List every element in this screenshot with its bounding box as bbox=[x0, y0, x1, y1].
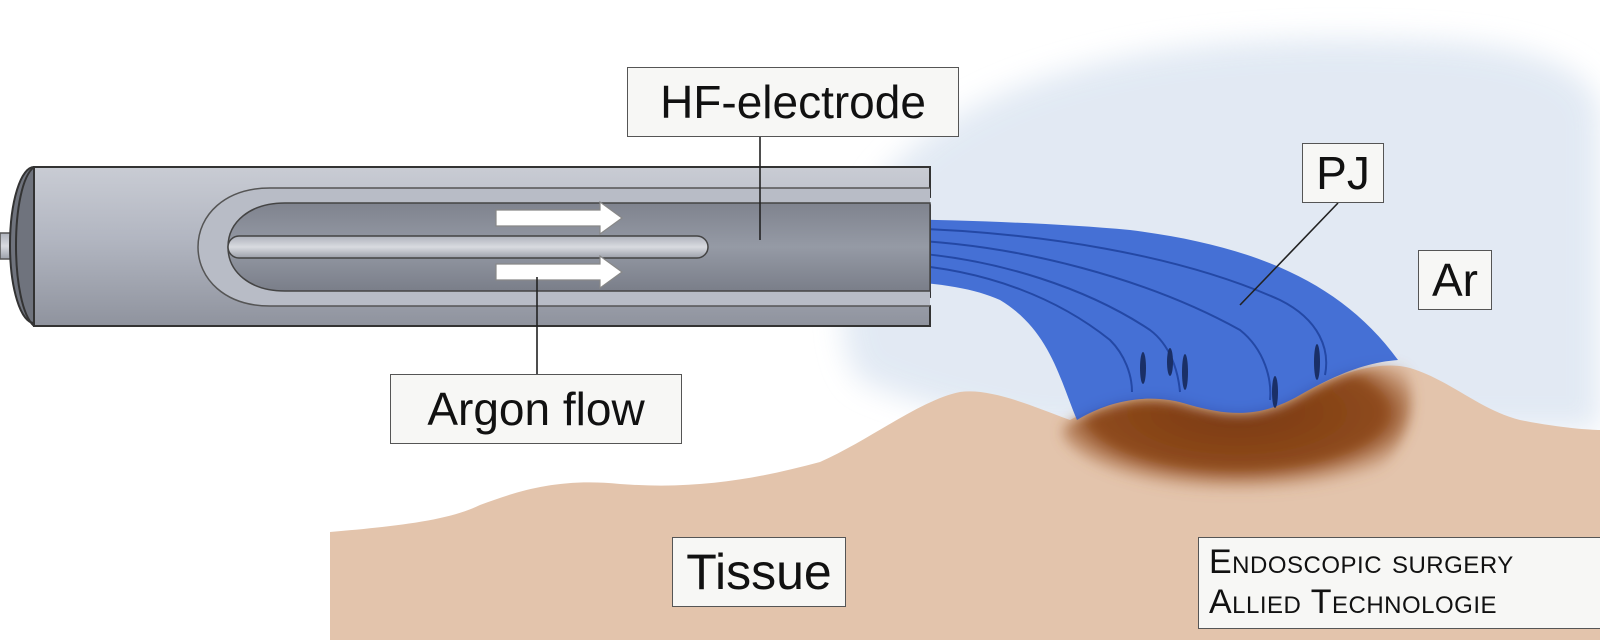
hf-electrode-label: HF-electrode bbox=[627, 67, 959, 137]
probe bbox=[0, 166, 931, 327]
discharge-streaks bbox=[1140, 344, 1320, 408]
credit-label: Endoscopic surgery Allied Technologie bbox=[1198, 537, 1600, 629]
argon-haze bbox=[842, 38, 1600, 430]
coagulated-zone bbox=[1062, 365, 1412, 500]
plasma-filaments bbox=[899, 227, 1328, 401]
plasma-jet-label: PJ bbox=[1302, 143, 1384, 203]
credit-line-1: Endoscopic surgery bbox=[1209, 543, 1514, 581]
electrode-rod bbox=[227, 235, 709, 259]
leader-lines bbox=[536, 137, 1339, 374]
right-arrow-icon bbox=[495, 200, 624, 236]
argon-label: Ar bbox=[1418, 250, 1492, 310]
tissue-label: Tissue bbox=[672, 537, 846, 607]
credit-line-2: Allied Technologie bbox=[1209, 583, 1498, 621]
tube-front-edge bbox=[15, 166, 35, 327]
argon-flow-label: Argon flow bbox=[390, 374, 682, 444]
right-arrow-icon bbox=[495, 254, 624, 290]
